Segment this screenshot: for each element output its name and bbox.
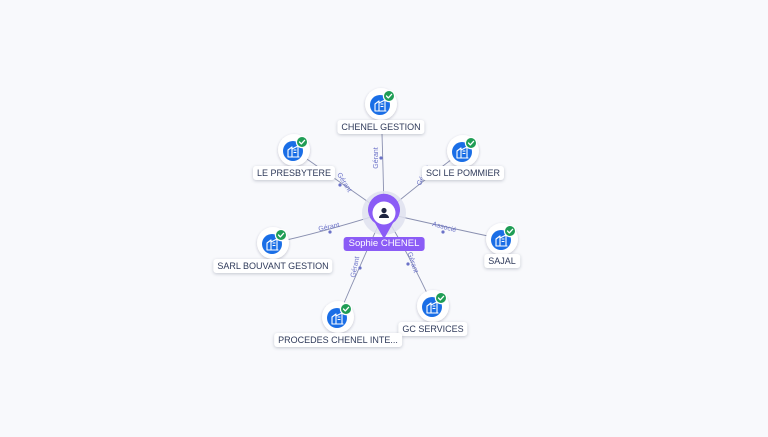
edge-relation-label: Gérant <box>350 256 361 278</box>
company-node-procedes-chenel[interactable] <box>322 301 354 333</box>
person-name-label[interactable]: Sophie CHENEL <box>343 237 425 251</box>
company-node-chenel-gestion[interactable] <box>365 88 397 120</box>
edge-arrow <box>358 266 362 270</box>
nodes-layer <box>257 88 518 333</box>
edge-relation-label: Gérant <box>373 147 380 168</box>
company-label-gc-services[interactable]: GC SERVICES <box>398 322 468 336</box>
edge-arrow <box>338 183 342 187</box>
edge-arrow <box>406 262 410 266</box>
verified-check-icon <box>434 291 448 305</box>
edge-relation-label: Gérant <box>335 172 352 194</box>
company-label-chenel-gestion[interactable]: CHENEL GESTION <box>337 120 425 134</box>
company-label-le-presbytere[interactable]: LE PRESBYTERE <box>252 166 336 180</box>
company-label-procedes-chenel[interactable]: PROCEDES CHENEL INTE... <box>274 333 402 347</box>
person-icon <box>379 207 389 218</box>
company-node-le-presbytere[interactable] <box>278 134 310 166</box>
company-node-sarl-bouvant-gestion[interactable] <box>257 227 289 259</box>
verified-check-icon <box>382 89 396 103</box>
edge-arrow <box>379 156 383 160</box>
company-node-gc-services[interactable] <box>417 290 449 322</box>
edge-arrow <box>328 230 332 234</box>
verified-check-icon <box>274 228 288 242</box>
company-node-sci-le-pommier[interactable] <box>447 135 479 167</box>
edge-relation-label: Gérant <box>318 222 340 233</box>
verified-check-icon <box>503 224 517 238</box>
verified-check-icon <box>295 135 309 149</box>
company-label-sarl-bouvant-gestion[interactable]: SARL BOUVANT GESTION <box>213 259 333 273</box>
verified-check-icon <box>464 136 478 150</box>
company-label-sci-le-pommier[interactable]: SCI LE POMMIER <box>421 166 505 180</box>
company-label-sajal[interactable]: SAJAL <box>484 254 520 268</box>
company-node-sajal[interactable] <box>486 223 518 255</box>
person-node[interactable] <box>362 191 406 239</box>
edge-arrow <box>441 230 445 234</box>
verified-check-icon <box>339 302 353 316</box>
